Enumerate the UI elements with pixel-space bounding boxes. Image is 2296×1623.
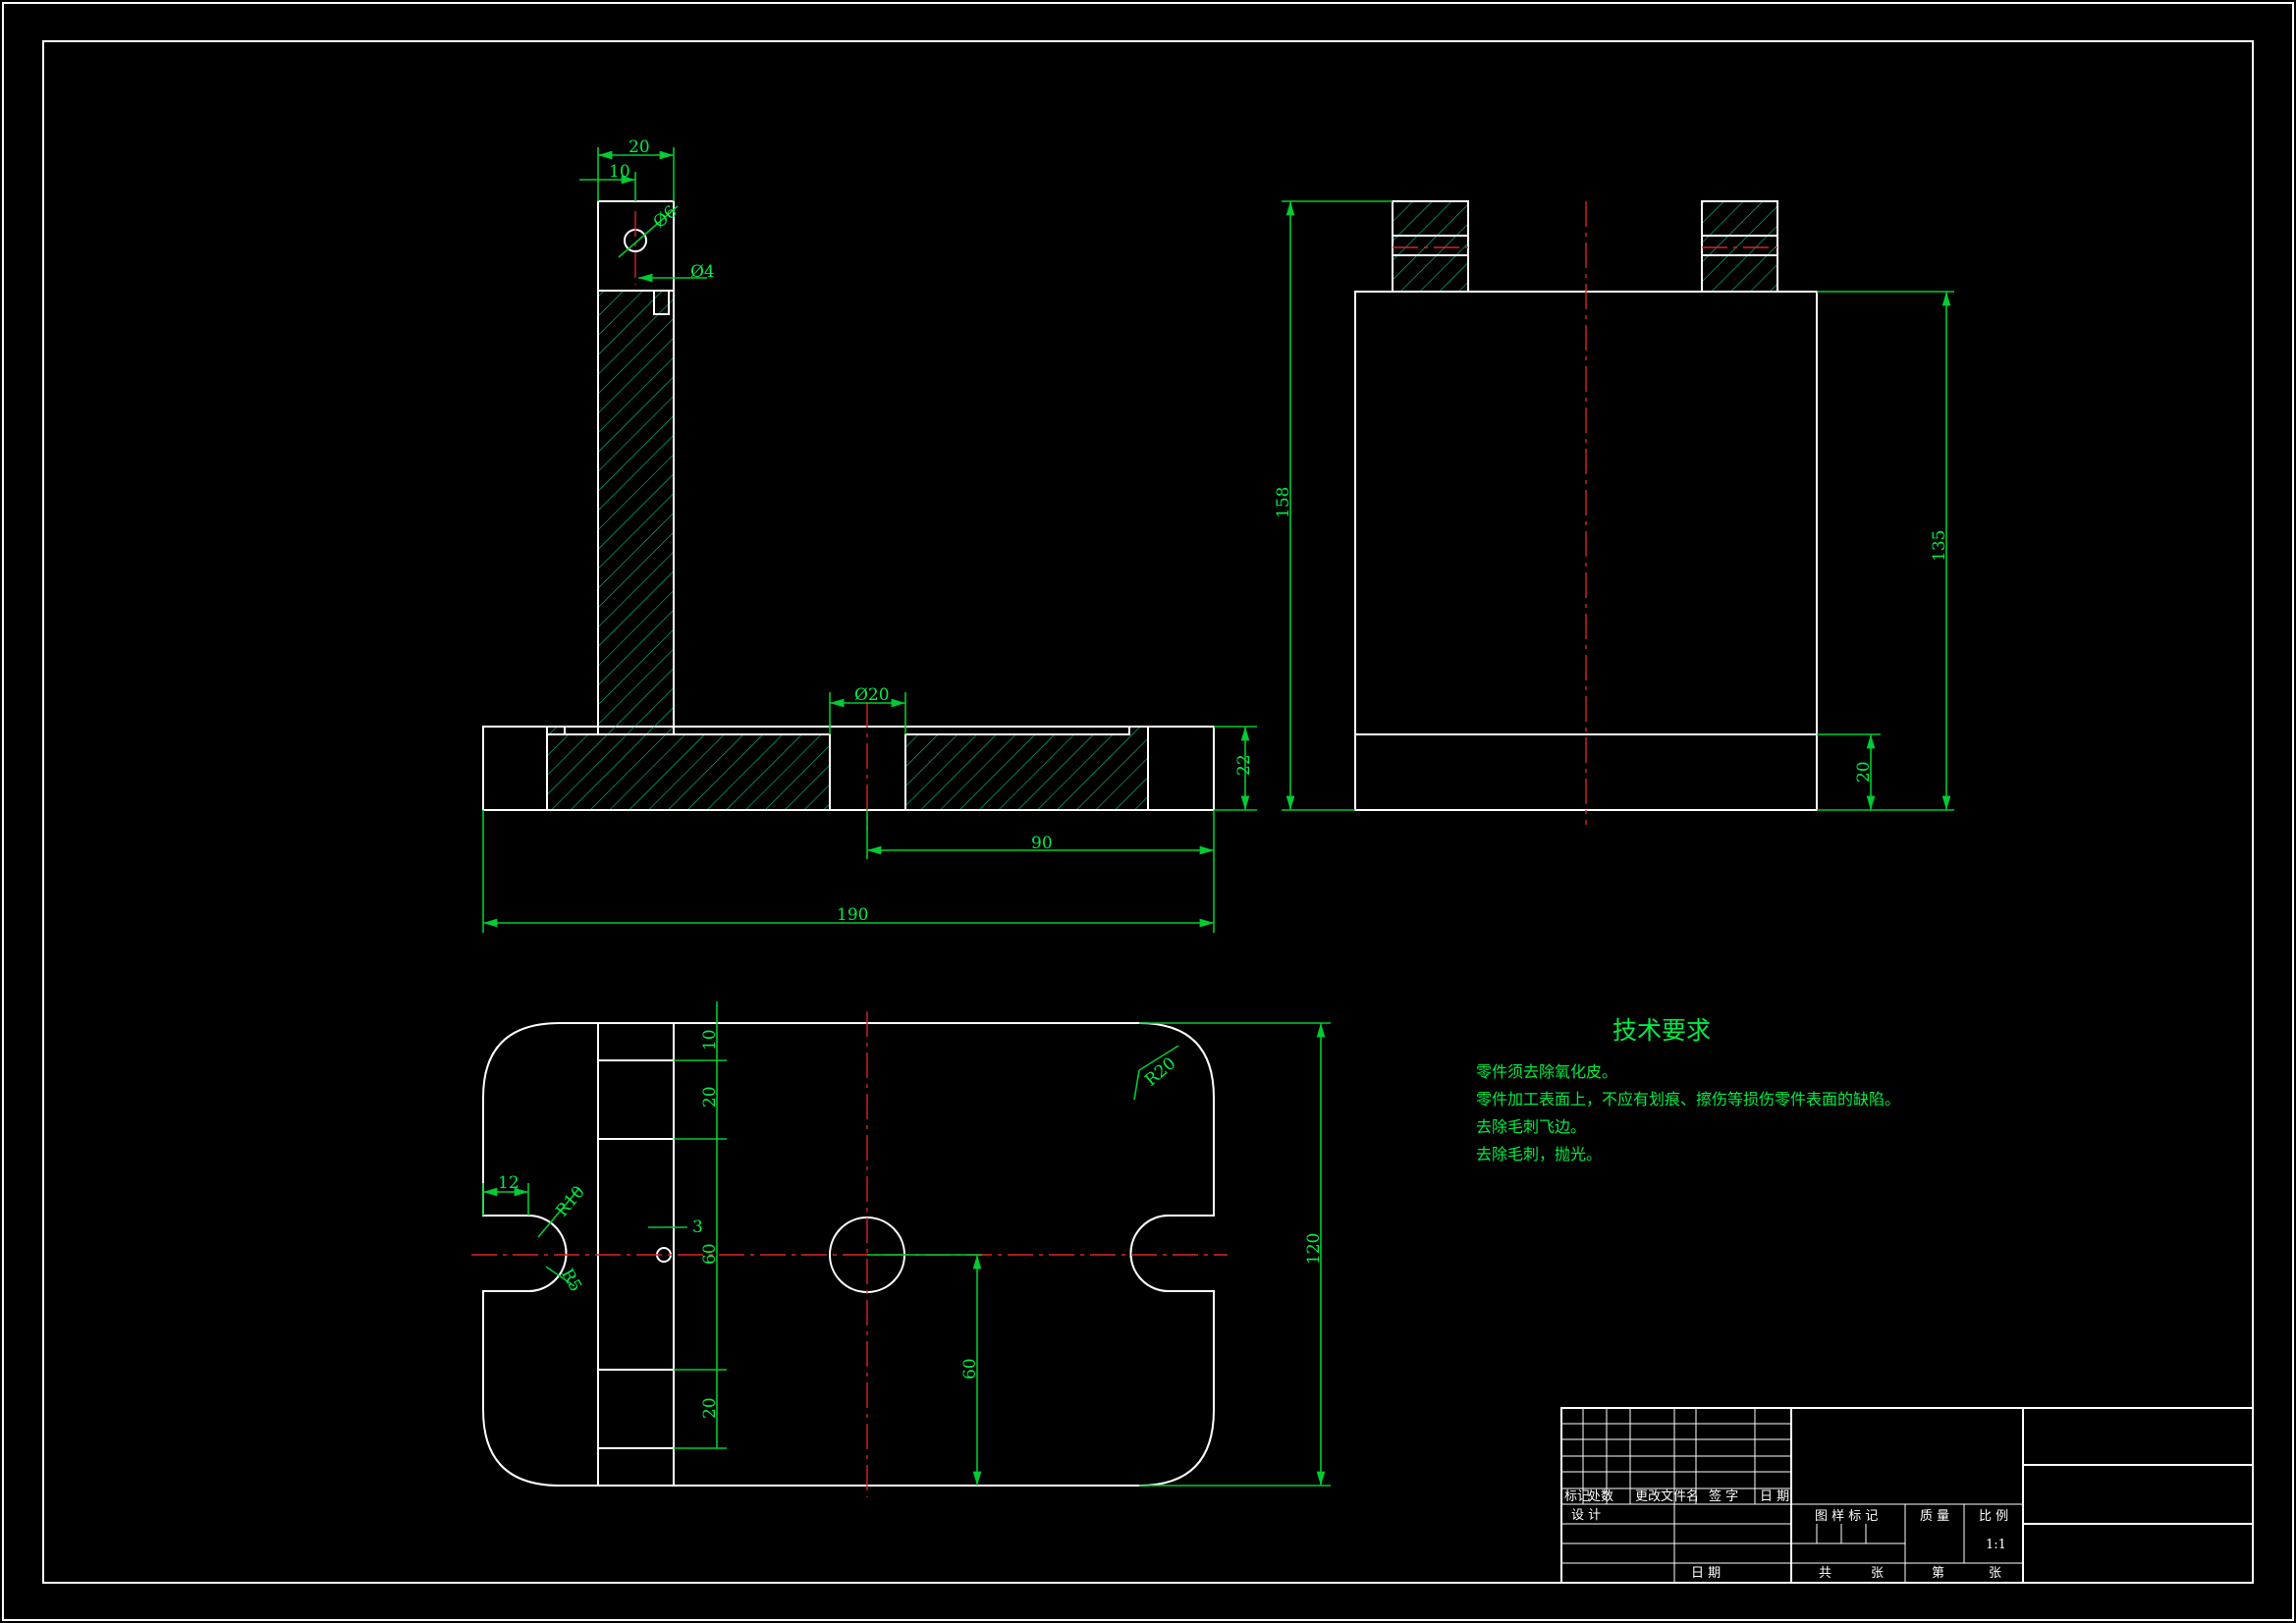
side-base-hatched-right bbox=[904, 726, 1149, 811]
dim-pin-offset: 3 bbox=[692, 1217, 703, 1237]
side-base-outline bbox=[482, 726, 1215, 811]
tb-weight: 质 量 bbox=[1920, 1509, 1949, 1524]
dim-corner-radius: R20 bbox=[1141, 1054, 1179, 1090]
tech-req-item-3: 去除毛刺飞边。 bbox=[1476, 1117, 1586, 1136]
side-upright-hatched bbox=[546, 290, 675, 735]
dim-plan-20-top: 20 bbox=[700, 1086, 720, 1108]
dim-top-half: 10 bbox=[609, 162, 630, 182]
tb-scale-value: 1:1 bbox=[1986, 1538, 2006, 1552]
dim-top-width: 20 bbox=[629, 137, 650, 157]
dim-front-body-height: 135 bbox=[1930, 530, 1949, 562]
dim-total-length: 190 bbox=[837, 905, 868, 925]
side-pin-hole bbox=[653, 290, 670, 315]
tb-date2: 日 期 bbox=[1691, 1566, 1721, 1581]
tb-date: 日 期 bbox=[1760, 1489, 1789, 1504]
front-view: 158 135 20 bbox=[1274, 200, 1954, 825]
tech-req-item-1: 零件须去除氧化皮。 bbox=[1476, 1062, 1617, 1081]
dim-slot-radius-small: R5 bbox=[557, 1266, 585, 1295]
tb-signature: 签 字 bbox=[1709, 1488, 1738, 1504]
front-lug-left bbox=[1392, 200, 1469, 293]
dim-base-height: 22 bbox=[1234, 754, 1254, 776]
tech-req-item-2: 零件加工表面上，不应有划痕、擦伤等损伤零件表面的缺陷。 bbox=[1476, 1090, 1900, 1109]
dim-slot-width: 12 bbox=[498, 1173, 519, 1193]
plan-view: 10 20 60 20 12 R10 R5 3 R20 60 120 bbox=[471, 1001, 1331, 1497]
dim-bore-dia: Ø20 bbox=[854, 685, 890, 705]
side-base-hatched-left bbox=[546, 733, 831, 811]
tech-req-item-4: 去除毛刺，抛光。 bbox=[1476, 1145, 1602, 1163]
dim-slot-radius: R10 bbox=[552, 1182, 588, 1220]
tb-count: 处数 bbox=[1588, 1489, 1613, 1504]
dim-plan-20-bottom: 20 bbox=[700, 1397, 720, 1419]
tb-stage-mark: 图 样 标 记 bbox=[1815, 1509, 1878, 1524]
dim-front-base-height: 20 bbox=[1854, 761, 1874, 783]
tech-req-title: 技术要求 bbox=[1613, 1016, 1711, 1045]
dim-plan-half-width: 60 bbox=[960, 1358, 980, 1380]
dim-front-total-height: 158 bbox=[1274, 487, 1293, 518]
title-block: 标记 处数 更改文件名 签 字 日 期 设 计 日 期 图 样 标 记 质 量 … bbox=[1560, 1407, 2254, 1584]
tb-sheets: 张 bbox=[1871, 1566, 1884, 1581]
tb-total: 共 bbox=[1819, 1566, 1831, 1581]
tb-change-doc: 更改文件名 bbox=[1635, 1488, 1699, 1504]
dim-plan-total-width: 120 bbox=[1304, 1233, 1324, 1265]
side-section-view: 20 10 Ø6 Ø4 Ø20 22 90 190 bbox=[482, 137, 1257, 933]
dim-half-length: 90 bbox=[1031, 834, 1053, 853]
front-lug-right bbox=[1701, 200, 1778, 293]
tb-sheet: 张 bbox=[1989, 1566, 2001, 1581]
tb-page-no: 第 bbox=[1932, 1566, 1944, 1581]
tb-scale-label: 比 例 bbox=[1979, 1509, 2008, 1524]
dim-plan-10: 10 bbox=[700, 1029, 720, 1051]
tb-mark: 标记 bbox=[1564, 1489, 1590, 1504]
dim-pin-dia: Ø4 bbox=[690, 262, 715, 282]
dim-plan-60-mid: 60 bbox=[700, 1243, 720, 1265]
tb-design: 设 计 bbox=[1571, 1508, 1601, 1523]
sheet-inner-frame bbox=[42, 40, 2254, 1584]
technical-requirements: 技术要求 零件须去除氧化皮。 零件加工表面上，不应有划痕、擦伤等损伤零件表面的缺… bbox=[1476, 1016, 1900, 1163]
